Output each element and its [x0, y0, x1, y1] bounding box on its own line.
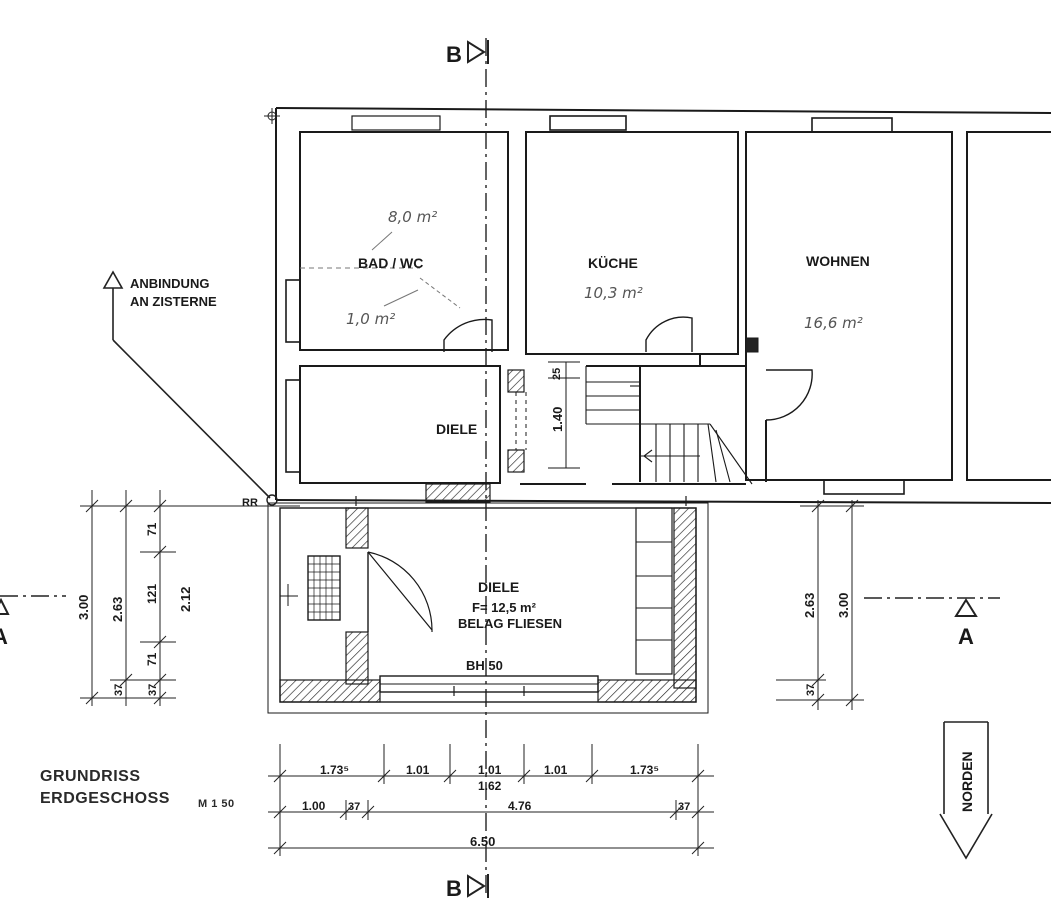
section-marker-a-right: A: [954, 598, 978, 649]
title-scale: M 1 50: [198, 798, 235, 810]
bottom-dimensions: [268, 744, 714, 856]
label-stair-width: 1.40: [550, 407, 565, 432]
finish-diele-lower: BELAG FLIESEN: [458, 616, 562, 631]
dim-row2-3: 37: [678, 801, 690, 813]
section-b-top-label: B: [446, 42, 462, 67]
dim-left-inner-4: 37: [147, 684, 159, 696]
dim-row1-2: 1.01: [478, 763, 502, 777]
label-rr: RR: [242, 497, 258, 509]
label-diele-lower: DIELE: [478, 579, 519, 595]
dim-left-mid: 2.63: [110, 597, 125, 622]
section-marker-b-bottom: B: [446, 874, 489, 901]
room-wohnen: [745, 131, 953, 481]
label-bh: BH 50: [466, 658, 503, 673]
section-a-left-label: A: [0, 624, 8, 649]
title-line-2: ERDGESCHOSS: [40, 790, 170, 807]
section-marker-a-left: A: [0, 597, 10, 649]
room-right-edge: [966, 131, 1051, 481]
dim-row2-1: 37: [348, 801, 360, 813]
dim-row1-4: 1.73⁵: [630, 763, 659, 777]
label-anbindung-1: ANBINDUNG: [130, 276, 209, 291]
section-marker-b-top: B: [446, 40, 489, 67]
dim-row1-3: 1.01: [544, 763, 568, 777]
dim-right-outer: 3.00: [836, 593, 851, 618]
room-bad-wc: [299, 131, 509, 351]
zisterne-leader: [102, 108, 280, 506]
dim-left-total-inner: 2.12: [178, 587, 193, 612]
room-kueche: [525, 131, 739, 355]
upper-building: [275, 107, 1051, 504]
right-dimension-labels: 2.63 3.00 37: [802, 593, 851, 696]
area-wohnen: 16,6 m²: [804, 314, 863, 332]
right-dimensions: [776, 499, 864, 710]
dim-row1-1: 1.01: [406, 763, 430, 777]
label-anbindung-2: AN ZISTERNE: [130, 294, 217, 309]
label-wohnen: WOHNEN: [806, 253, 870, 269]
dim-row1-sub: 1.62: [478, 779, 502, 793]
section-a-right-label: A: [958, 624, 974, 649]
dim-left-outer: 3.00: [76, 595, 91, 620]
dim-row2-2: 4.76: [508, 799, 532, 813]
title-line-1: GRUNDRISS: [40, 768, 141, 785]
dim-right-small: 37: [805, 684, 817, 696]
north-arrow: [939, 721, 993, 860]
dim-row1-0: 1.73⁵: [320, 763, 349, 777]
label-kueche: KÜCHE: [588, 255, 638, 271]
area-bad-wc-2: 1,0 m²: [346, 310, 395, 328]
section-line-a: [0, 595, 1000, 599]
left-dimensions: [80, 490, 300, 706]
lower-extension: [267, 496, 709, 714]
section-b-bottom-label: B: [446, 876, 462, 901]
area-kueche: 10,3 m²: [584, 284, 643, 302]
bottom-dimension-labels: 1.73⁵ 1.01 1.01 1.01 1.73⁵ 1.62 1.00 37 …: [302, 763, 690, 849]
area-bad-wc: 8,0 m²: [388, 208, 437, 226]
dim-left-inner-2: 71: [145, 652, 159, 666]
north-label: NORDEN: [959, 751, 975, 812]
area-diele-lower: F= 12,5 m²: [472, 600, 537, 615]
dim-total: 6.50: [470, 834, 495, 849]
dim-left-inner-0: 71: [145, 522, 159, 536]
label-stair-step: 25: [551, 368, 563, 380]
dim-left-inner-1: 121: [145, 584, 159, 604]
dim-right-mid: 2.63: [802, 593, 817, 618]
dim-left-inner-3: 37: [113, 684, 125, 696]
left-dimension-labels: 3.00 2.63 2.12 71 121 71 37 37: [76, 522, 193, 696]
label-bad-wc: BAD / WC: [358, 255, 423, 271]
label-diele-upper: DIELE: [436, 421, 477, 437]
annotation-labels: ANBINDUNG AN ZISTERNE RR 1.40 25: [130, 276, 565, 509]
dim-row2-0: 1.00: [302, 799, 326, 813]
room-labels: BAD / WC 8,0 m² 1,0 m² KÜCHE 10,3 m² WOH…: [346, 208, 870, 673]
